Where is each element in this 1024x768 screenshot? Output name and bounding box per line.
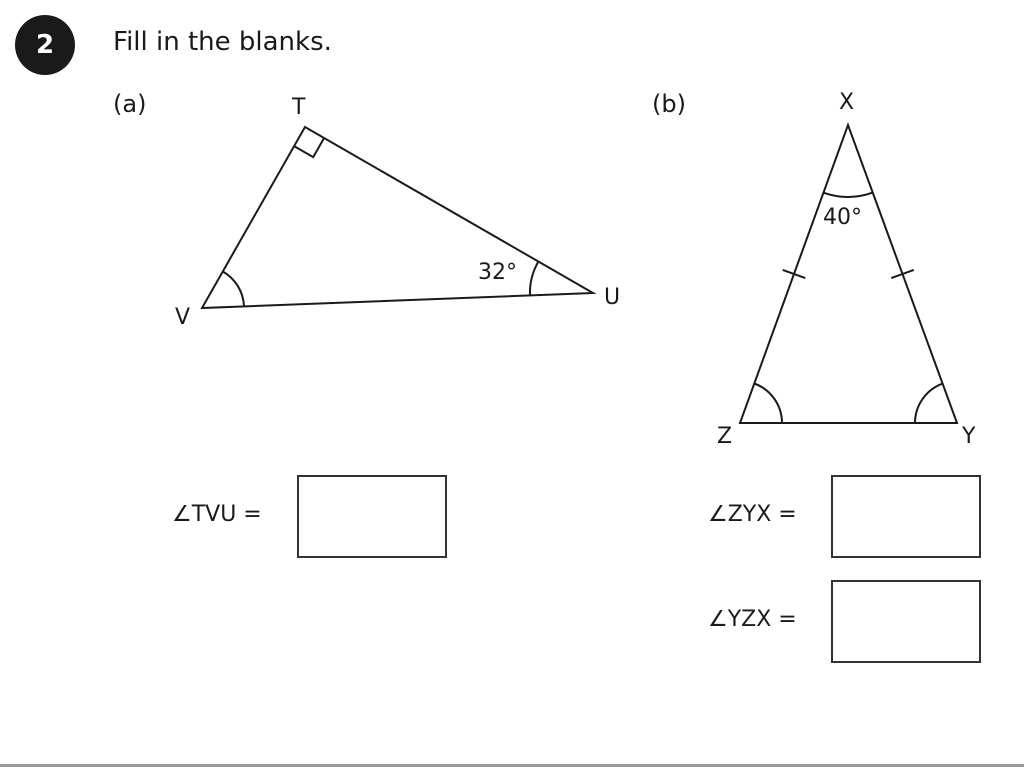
equal-side-tick-xz (782, 268, 806, 280)
vertex-label-z: Z (717, 424, 733, 449)
triangle-tvu (200, 125, 597, 310)
answer-label-yzx: ∠YZX = (708, 607, 797, 632)
part-b-label: (b) (652, 90, 686, 118)
given-angle-u: 32° (478, 260, 517, 285)
angle-arc-u (528, 261, 540, 296)
triangle-xyz-outline (738, 122, 959, 424)
question-number: 2 (35, 30, 55, 60)
vertex-label-u: U (604, 285, 621, 310)
answer-box-tvu[interactable] (297, 475, 447, 558)
triangle-xyz (738, 122, 959, 424)
page-bottom-border (0, 764, 1024, 767)
vertex-label-y: Y (962, 424, 976, 449)
answer-box-yzx[interactable] (831, 580, 981, 663)
question-number-badge: 2 (15, 15, 75, 75)
part-a-label: (a) (113, 90, 147, 118)
triangle-tvu-outline (200, 125, 597, 310)
angle-arc-v (222, 270, 245, 307)
question-instruction: Fill in the blanks. (113, 27, 332, 57)
right-angle-marker-t (293, 137, 325, 159)
angle-arc-z (753, 382, 783, 424)
vertex-label-t: T (292, 95, 306, 120)
given-angle-x: 40° (823, 205, 862, 230)
answer-label-zyx: ∠ZYX = (708, 502, 797, 527)
equal-side-tick-xy (890, 268, 915, 280)
vertex-label-x: X (839, 90, 855, 115)
answer-label-tvu: ∠TVU = (172, 502, 262, 527)
angle-arc-y (914, 382, 943, 424)
angle-arc-x (823, 191, 874, 198)
answer-box-zyx[interactable] (831, 475, 981, 558)
vertex-label-v: V (175, 305, 191, 330)
